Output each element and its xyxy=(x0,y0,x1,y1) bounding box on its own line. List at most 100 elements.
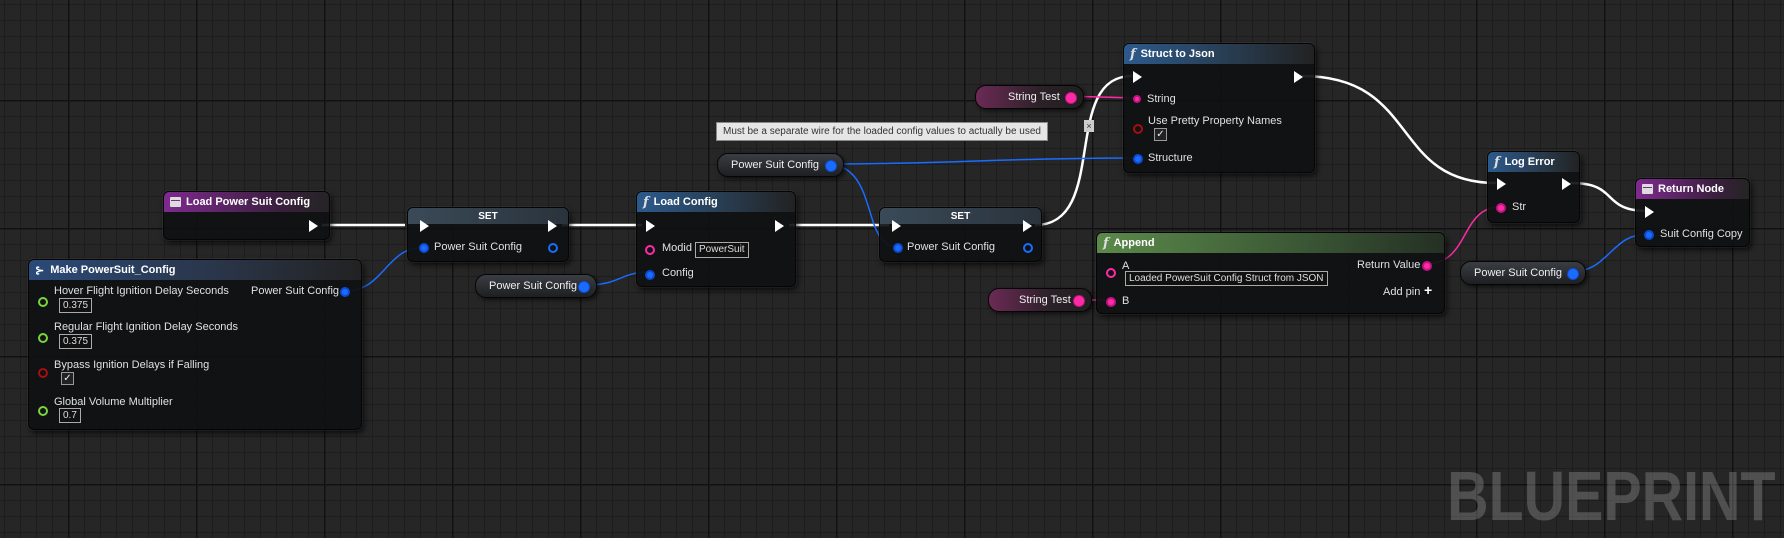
pin-label: Str xyxy=(1512,201,1527,213)
exec-in-pin[interactable] xyxy=(1645,206,1654,218)
node-header: f Load Config xyxy=(637,192,795,212)
pin-label: Structure xyxy=(1148,152,1193,164)
string-out-pin[interactable] xyxy=(1073,295,1085,307)
blueprint-watermark: BLUEPRINT xyxy=(1447,457,1776,535)
string-in-pin[interactable] xyxy=(1106,297,1116,307)
variable-label: String Test xyxy=(1019,294,1071,306)
node-title: Struct to Json xyxy=(1140,48,1215,60)
field-label: Regular Flight Ignition Delay Seconds xyxy=(54,321,239,333)
string-in-pin[interactable] xyxy=(1496,203,1506,213)
struct-out-pin[interactable] xyxy=(1023,243,1033,253)
field-label: Bypass Ignition Delays if Falling xyxy=(54,359,210,371)
node-title: Log Error xyxy=(1504,156,1555,168)
node-title: Return Node xyxy=(1658,183,1724,195)
struct-in-pin[interactable] xyxy=(1644,230,1654,240)
function-icon: f xyxy=(1494,154,1500,170)
return-node[interactable]: Return Node Suit Config Copy xyxy=(1635,178,1750,247)
tooltip-close-icon[interactable]: × xyxy=(1084,120,1094,132)
exec-in-pin[interactable] xyxy=(646,220,655,232)
bool-checkbox[interactable]: ✓ xyxy=(61,372,74,385)
bool-pin[interactable] xyxy=(1133,124,1143,134)
pin-label: Use Pretty Property Names xyxy=(1148,115,1282,127)
string-in-pin[interactable] xyxy=(645,245,655,255)
return-icon xyxy=(1642,184,1653,194)
exec-out-pin[interactable] xyxy=(1294,71,1303,83)
pin-label: B xyxy=(1122,295,1130,307)
variable-label: Power Suit Config xyxy=(1474,267,1563,279)
set-node-1[interactable]: SET Power Suit Config xyxy=(407,207,569,262)
node-header: f Struct to Json xyxy=(1124,44,1314,64)
string-in-pin[interactable] xyxy=(1106,268,1116,278)
power-suit-config-variable[interactable]: Power Suit Config xyxy=(1460,261,1586,285)
struct-out-pin[interactable] xyxy=(548,243,558,253)
add-pin-label[interactable]: Add pin xyxy=(1383,286,1421,298)
node-header: Return Node xyxy=(1636,179,1749,199)
string-test-variable[interactable]: String Test xyxy=(975,85,1084,109)
string-out-pin[interactable] xyxy=(1422,261,1432,271)
function-icon: f xyxy=(1130,46,1136,62)
struct-out-pin[interactable] xyxy=(825,160,837,172)
plus-icon[interactable]: + xyxy=(1424,282,1433,298)
float-input[interactable]: 0.7 xyxy=(59,408,81,423)
node-header: f Log Error xyxy=(1488,152,1579,172)
float-pin[interactable] xyxy=(38,406,48,416)
node-title: Load Power Suit Config xyxy=(186,196,311,208)
pin-label: Config xyxy=(662,267,694,279)
power-suit-config-variable[interactable]: Power Suit Config xyxy=(717,153,844,177)
exec-out-pin[interactable] xyxy=(309,220,318,232)
exec-in-pin[interactable] xyxy=(1497,178,1506,190)
variable-label: Power Suit Config xyxy=(489,280,578,292)
exec-out-pin[interactable] xyxy=(775,220,784,232)
float-input[interactable]: 0.375 xyxy=(59,298,93,313)
string-out-pin[interactable] xyxy=(1065,92,1077,104)
pin-label: Return Value xyxy=(1357,259,1421,271)
node-header: Load Power Suit Config xyxy=(164,192,329,212)
exec-in-pin[interactable] xyxy=(420,220,429,232)
pin-label: Power Suit Config xyxy=(434,241,523,253)
event-icon xyxy=(170,197,181,207)
struct-out-pin[interactable] xyxy=(340,287,350,297)
modid-input[interactable]: PowerSuit xyxy=(695,242,749,258)
load-power-suit-config-node[interactable]: Load Power Suit Config xyxy=(163,191,330,240)
set-node-2[interactable]: SET Power Suit Config xyxy=(879,207,1042,262)
node-header: SET xyxy=(408,208,568,224)
append-a-input[interactable]: Loaded PowerSuit Config Struct from JSON xyxy=(1125,271,1328,286)
make-powersuit-config-node[interactable]: ⊱Make PowerSuit_Config Hover Flight Igni… xyxy=(28,259,362,430)
struct-out-pin[interactable] xyxy=(578,281,590,293)
struct-icon: ⊱ xyxy=(35,264,45,277)
bool-pin[interactable] xyxy=(38,368,48,378)
pin-label: Suit Config Copy xyxy=(1660,228,1743,240)
function-icon: f xyxy=(643,194,649,210)
power-suit-config-variable[interactable]: Power Suit Config xyxy=(475,274,597,298)
exec-in-pin[interactable] xyxy=(892,220,901,232)
float-input[interactable]: 0.375 xyxy=(59,334,93,349)
string-test-variable[interactable]: String Test xyxy=(988,288,1092,312)
struct-in-pin[interactable] xyxy=(1133,154,1143,164)
exec-in-pin[interactable] xyxy=(1133,71,1142,83)
node-header: SET xyxy=(880,208,1041,224)
node-title: Load Config xyxy=(653,196,718,208)
function-icon: f xyxy=(1103,235,1109,251)
exec-out-pin[interactable] xyxy=(1562,178,1571,190)
log-error-node[interactable]: f Log Error Str xyxy=(1487,151,1580,223)
float-pin[interactable] xyxy=(38,297,48,307)
pin-label: A xyxy=(1122,260,1130,272)
append-node[interactable]: f Append A Loaded PowerSuit Config Struct… xyxy=(1096,232,1445,314)
float-pin[interactable] xyxy=(38,333,48,343)
struct-in-pin[interactable] xyxy=(893,243,903,253)
exec-out-pin[interactable] xyxy=(1023,220,1032,232)
node-title: Make PowerSuit_Config xyxy=(50,264,176,276)
exec-wire xyxy=(1034,74,1133,227)
data-wire xyxy=(825,157,1137,165)
struct-in-pin[interactable] xyxy=(419,243,429,253)
struct-out-pin[interactable] xyxy=(1567,268,1579,280)
pretty-names-checkbox[interactable]: ✓ xyxy=(1154,128,1167,141)
node-title: Append xyxy=(1113,237,1155,249)
node-header: ⊱ Make PowerSuit_Config xyxy=(29,260,361,280)
node-header: f Append xyxy=(1097,233,1444,253)
string-in-pin[interactable] xyxy=(1133,95,1141,103)
struct-in-pin[interactable] xyxy=(645,270,655,280)
exec-out-pin[interactable] xyxy=(548,220,557,232)
